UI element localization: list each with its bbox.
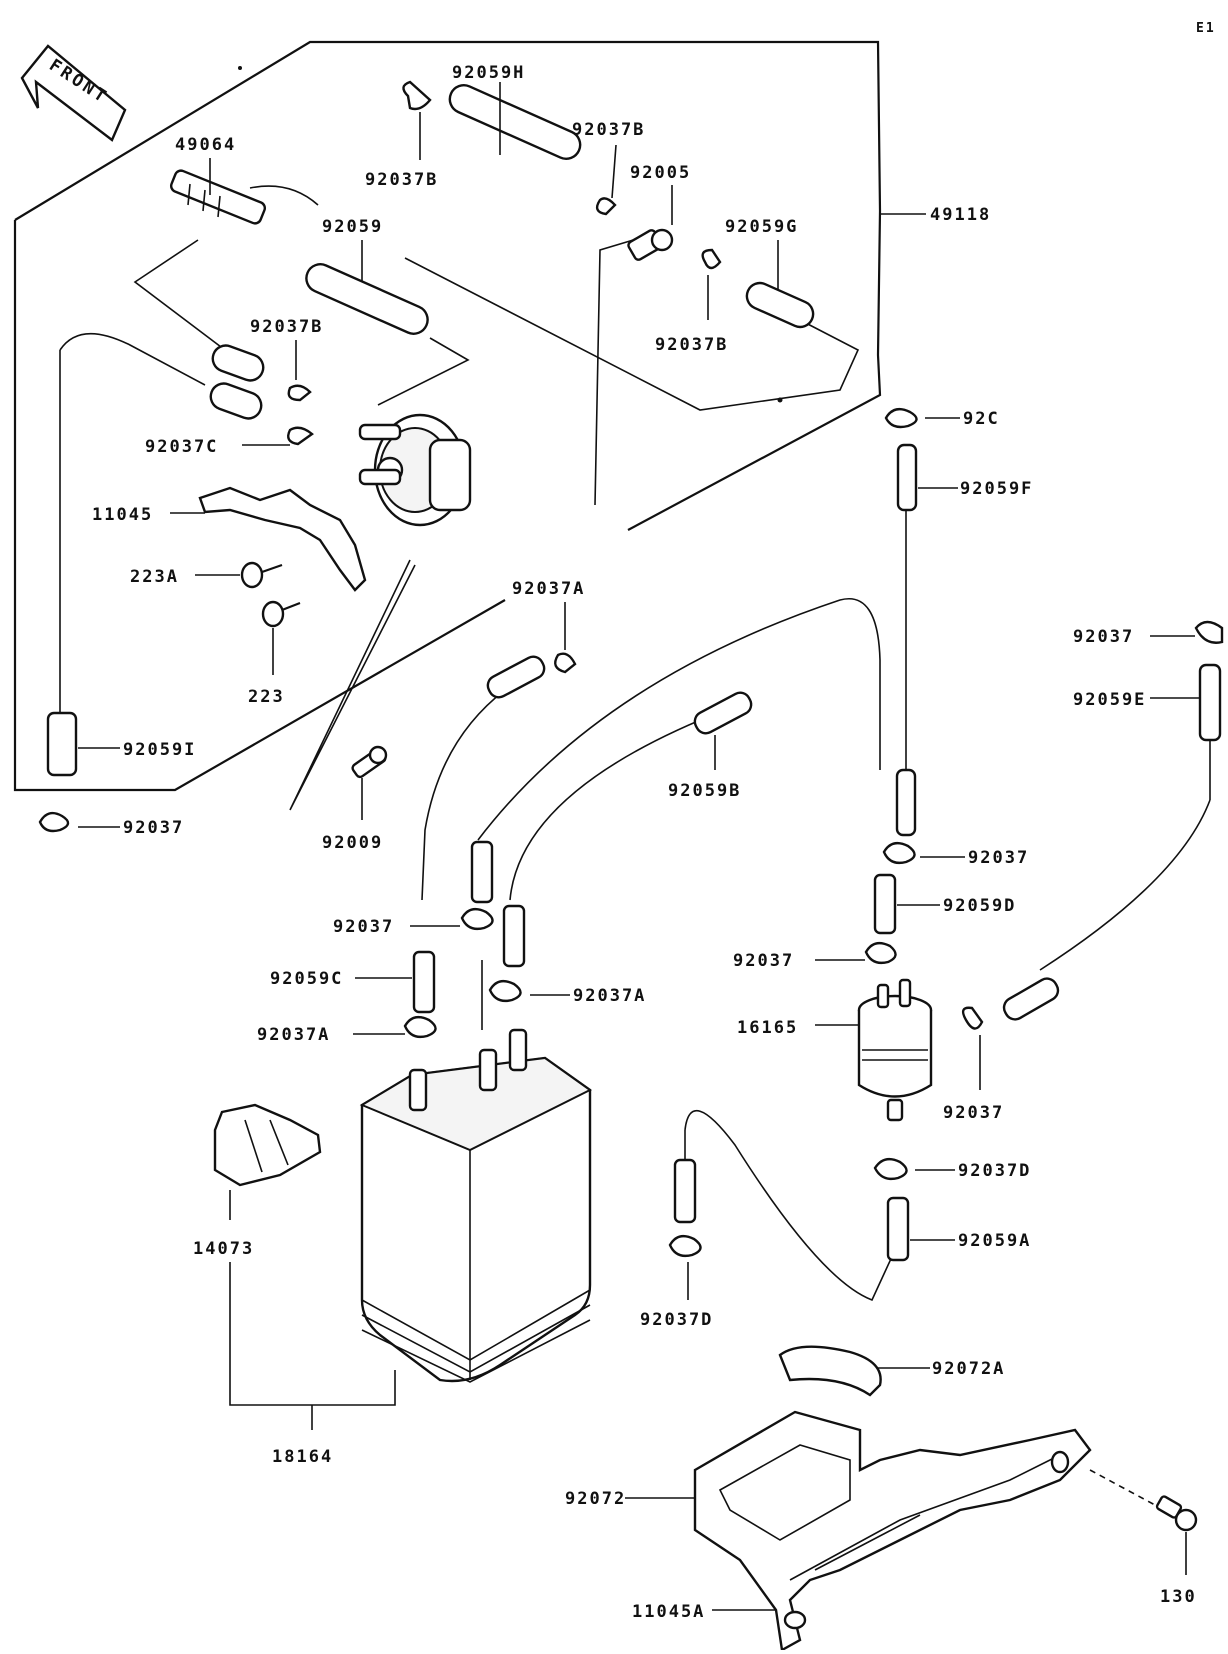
- hose-92059G: 92059G: [725, 217, 815, 329]
- label-92037-bot: 92037: [943, 1103, 1004, 1123]
- label-92009: 92009: [322, 833, 383, 853]
- hose-92059A: 92059A: [886, 1196, 1031, 1262]
- label-92037C: 92037C: [145, 437, 218, 457]
- joint-92005: 92005: [627, 163, 691, 261]
- fuel-filter-16165: 16165: [737, 978, 933, 1122]
- label-92059C: 92059C: [270, 969, 343, 989]
- hose-routing-lines: [421, 598, 1211, 1302]
- label-92037B-top: 92037B: [572, 120, 645, 140]
- label-92037-fr: 92037: [1073, 627, 1134, 647]
- bolt-130: 130: [1089, 1469, 1198, 1607]
- label-92037D-r: 92037D: [958, 1161, 1031, 1181]
- label-92059H: 92059H: [452, 63, 525, 83]
- label-11045A: 11045A: [632, 1602, 705, 1622]
- clip-92037A-low: 92037A: [257, 1015, 437, 1045]
- label-92059B: 92059B: [668, 781, 741, 801]
- assembly-label: 49118: [930, 205, 991, 225]
- clip-92037D-bottom: 92037D: [640, 1158, 713, 1330]
- clip-92037C: 92037C: [145, 426, 314, 457]
- clip-92C-top: 92C: [884, 407, 1000, 429]
- label-92037-left: 92037: [123, 818, 184, 838]
- label-11045: 11045: [92, 505, 153, 525]
- hose-92059F: 92059F: [895, 443, 1033, 837]
- hose-92059H: 92059H: [448, 63, 582, 160]
- clip-92037B-right: 92037B: [655, 248, 728, 355]
- bracket-assembly: 92072A 92072 11045A: [565, 1345, 1092, 1652]
- label-92037-mid: 92037: [968, 848, 1029, 868]
- clip-92037-center-right: 92037: [733, 941, 897, 971]
- label-92059D: 92059D: [943, 896, 1016, 916]
- clip-92037-r2: 92037: [333, 907, 494, 937]
- label-18164: 18164: [272, 1447, 333, 1467]
- fuel-pump: [358, 413, 472, 527]
- label-92059G: 92059G: [725, 217, 798, 237]
- label-92037D-b: 92037D: [640, 1310, 713, 1330]
- hose-92059I: 92059I: [46, 711, 196, 777]
- hose-92059B: 92059B: [668, 691, 753, 801]
- bracket-11045: 11045: [92, 486, 367, 592]
- label-92037B-mid: 92037B: [250, 317, 323, 337]
- clip-92037B-top: 92037B: [572, 120, 645, 216]
- clip-92037A-top: 92037A: [512, 579, 585, 674]
- label-92037A-low: 92037A: [257, 1025, 330, 1045]
- part-49064: 49064: [169, 135, 267, 225]
- clip-92037-mid-right: 92037: [882, 841, 1029, 868]
- label-16165: 16165: [737, 1018, 798, 1038]
- label-92037B-left: 92037B: [365, 170, 438, 190]
- label-92072A: 92072A: [932, 1359, 1005, 1379]
- label-92059E: 92059E: [1073, 690, 1146, 710]
- label-92059: 92059: [322, 217, 383, 237]
- label-14073: 14073: [193, 1239, 254, 1259]
- hose-92059C: 92059C: [270, 950, 436, 1014]
- label-92037-c: 92037: [733, 951, 794, 971]
- clip-92037-left: 92037: [38, 811, 184, 838]
- assembly-interior-lines: [59, 185, 860, 811]
- clip-92037B-mid: 92037B: [250, 317, 323, 402]
- label-92059F: 92059F: [960, 479, 1033, 499]
- label-92037-r2: 92037: [333, 917, 394, 937]
- label-130: 130: [1160, 1587, 1197, 1607]
- label-92059I: 92059I: [123, 740, 196, 760]
- bolt-223: 223: [248, 600, 301, 707]
- bolt-223A: 223A: [130, 561, 283, 589]
- assembly-outline: 49118: [13, 40, 991, 792]
- hose-92059D: 92059D: [873, 873, 1016, 935]
- label-92037A-top: 92037A: [512, 579, 585, 599]
- clip-92037-filter: 92037: [943, 1006, 1004, 1123]
- clip-92037D-right: 92037D: [873, 1157, 1031, 1181]
- stud-92009: 92009: [322, 745, 388, 853]
- label-92C: 92C: [963, 409, 1000, 429]
- label-92005: 92005: [630, 163, 691, 183]
- cap-14073: 14073 18164: [193, 1103, 396, 1467]
- label-92059A: 92059A: [958, 1231, 1031, 1251]
- label-223A: 223A: [130, 567, 179, 587]
- clip-92037A-mid: 92037A: [488, 979, 646, 1006]
- hose-92059E: 92059E: [1073, 663, 1222, 742]
- label-223: 223: [248, 687, 285, 707]
- hose-92059: 92059: [209, 217, 429, 420]
- label-92037A-mid: 92037A: [573, 986, 646, 1006]
- clip-92037B-left: 92037B: [365, 80, 438, 190]
- front-arrow-icon: FRONT: [20, 44, 127, 142]
- label-92072: 92072: [565, 1489, 626, 1509]
- corner-code: E1: [1196, 21, 1216, 36]
- label-92037B-right: 92037B: [655, 335, 728, 355]
- label-49064: 49064: [175, 135, 236, 155]
- clip-92037-far-right: 92037: [1073, 620, 1224, 647]
- canister-16164: [359, 960, 592, 1383]
